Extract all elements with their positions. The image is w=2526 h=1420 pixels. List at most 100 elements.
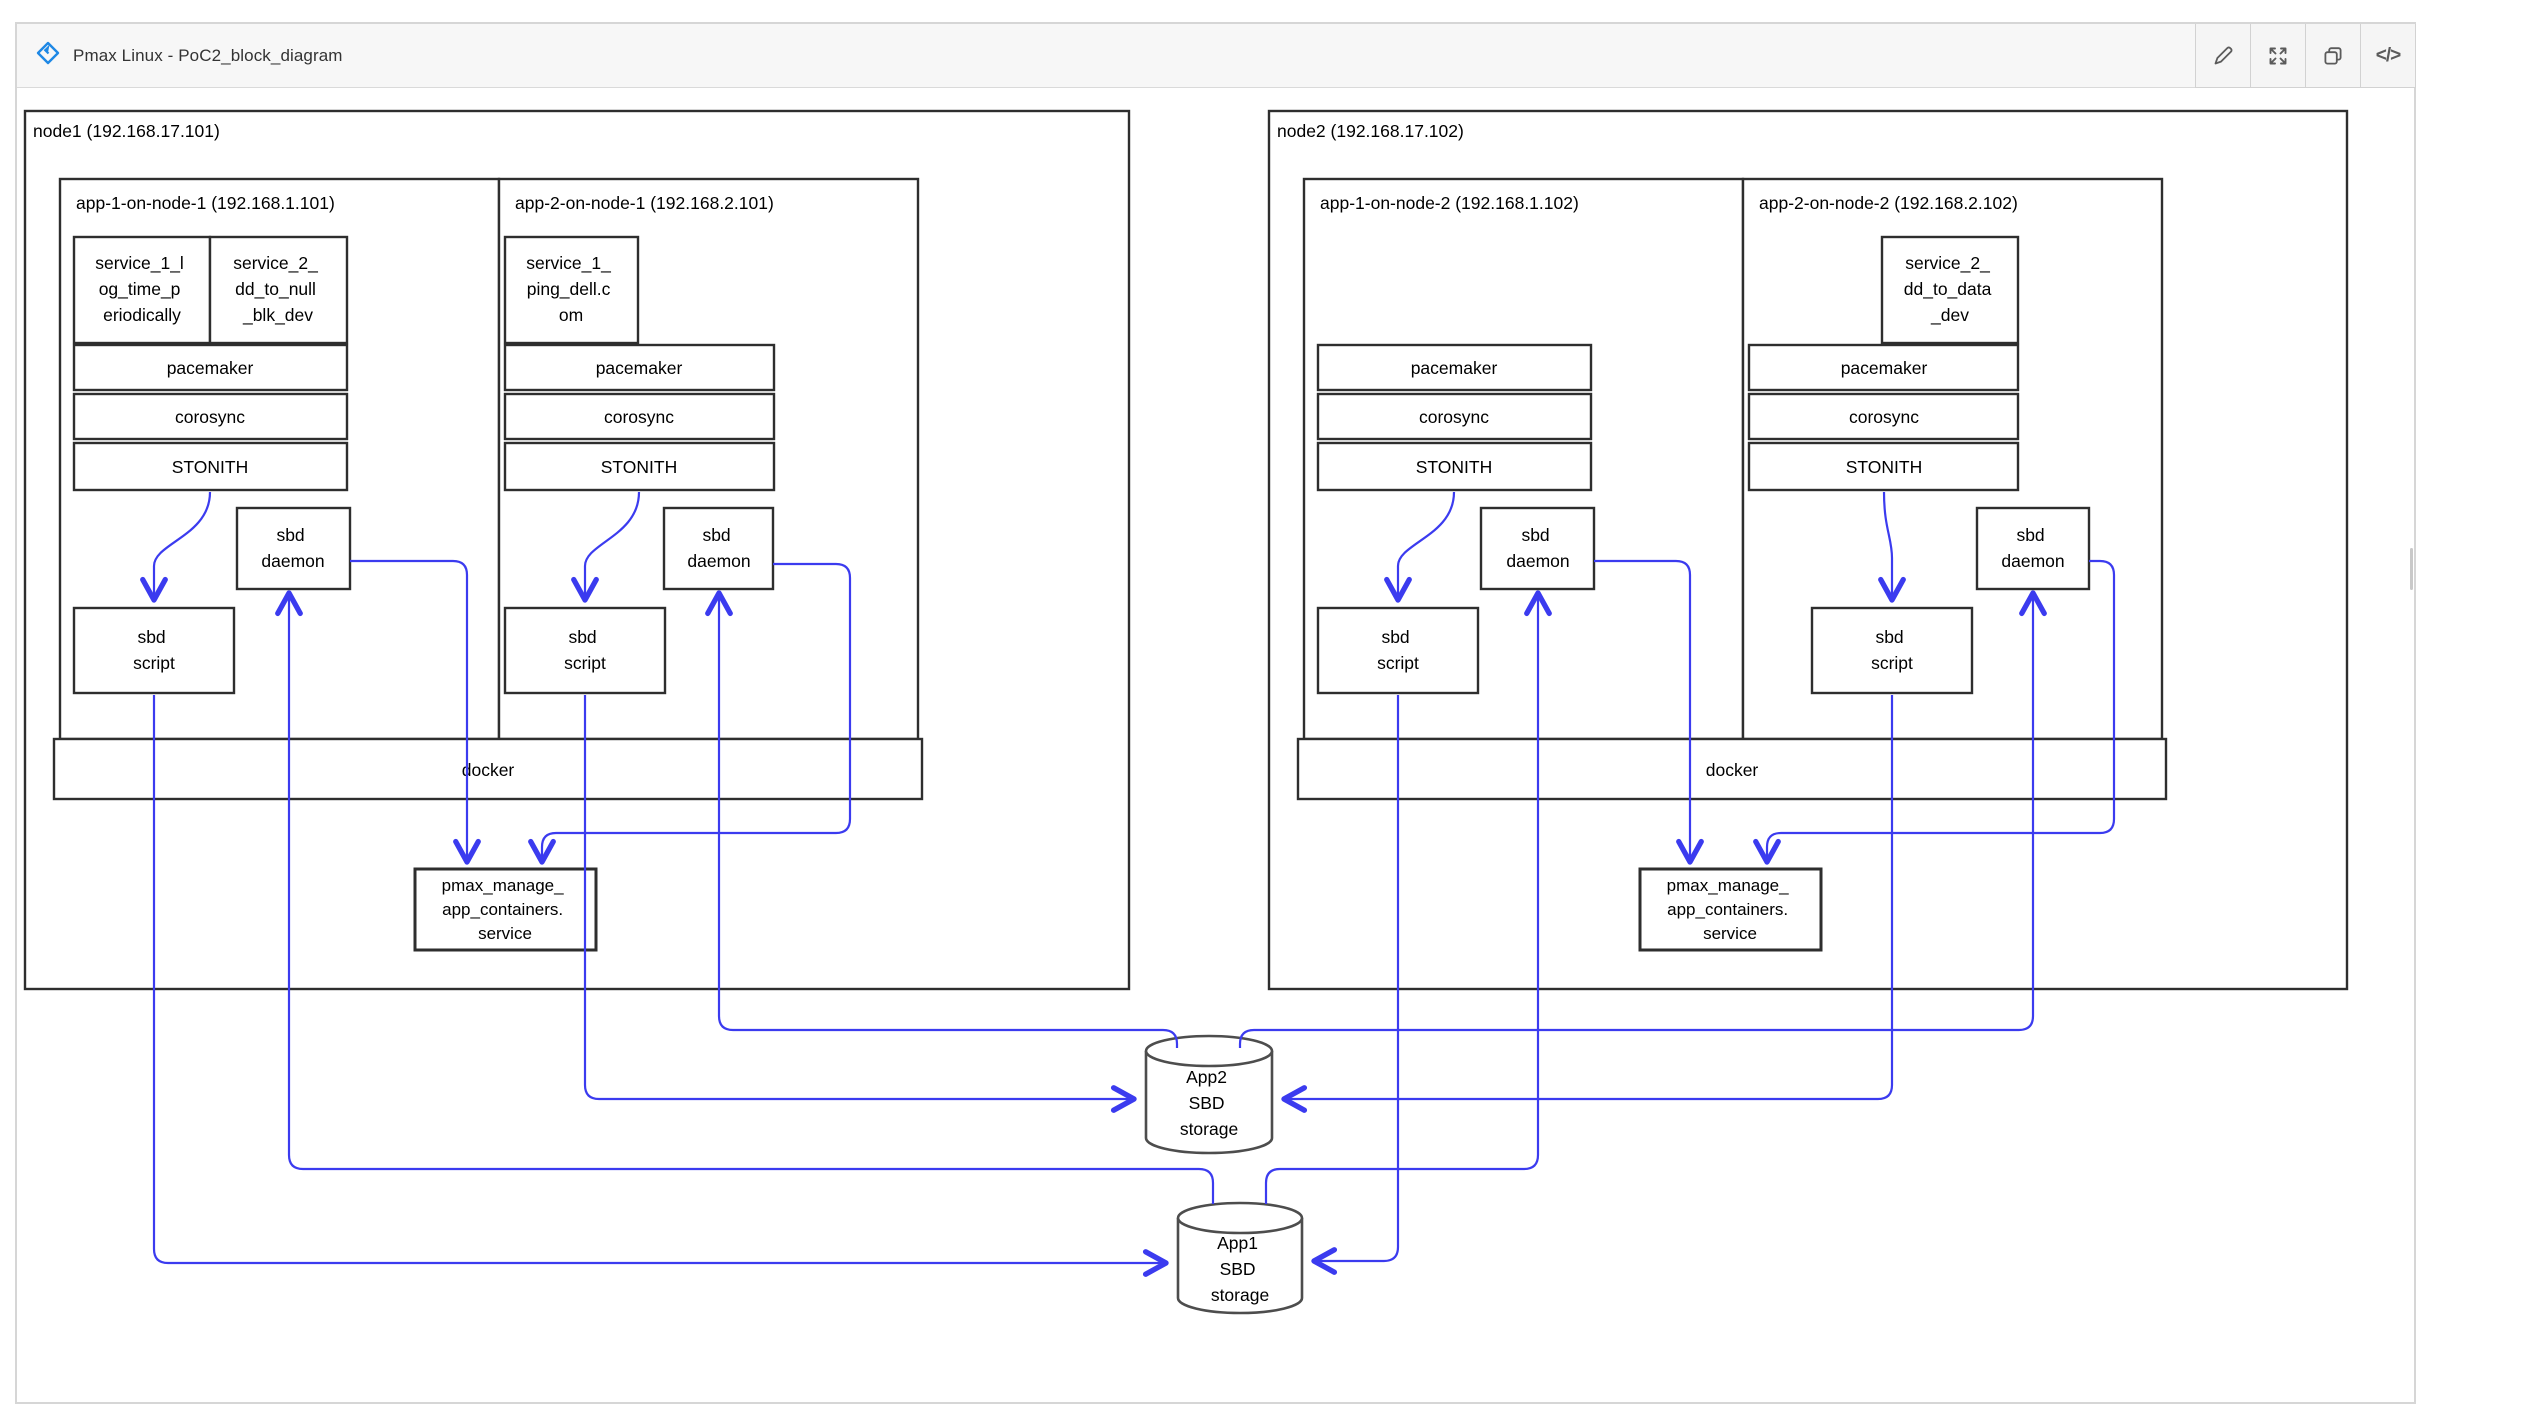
pacemaker-label-n1a2: pacemaker	[596, 358, 683, 378]
stonith-label-n1a2: STONITH	[601, 457, 678, 477]
sbd-daemon-box-n2a2	[1975, 506, 2091, 591]
sbd-script-box-n1a2	[503, 606, 667, 695]
service2-label-n2a2: service_2_ dd_to_data _dev	[1904, 253, 1996, 326]
stonith-bar-n2a2	[1747, 441, 2020, 492]
corosync-label-n1a2: corosync	[604, 407, 674, 427]
app2-on-node2-label: app-2-on-node-2 (192.168.2.102)	[1759, 193, 2018, 213]
app2-on-node1-label: app-2-on-node-1 (192.168.2.101)	[515, 193, 774, 213]
corosync-label-n2a1: corosync	[1419, 407, 1489, 427]
app1-on-node1-label: app-1-on-node-1 (192.168.1.101)	[76, 193, 335, 213]
pacemaker-bar-n1a1	[72, 343, 349, 392]
diagram-canvas[interactable]: node1 (192.168.17.101) app-1-on-node-1 (…	[17, 88, 2414, 1402]
fullscreen-button[interactable]	[2250, 24, 2306, 88]
stonith-label-n1a1: STONITH	[172, 457, 249, 477]
pmax-service-label-node1: pmax_manage_ app_containers. service	[442, 876, 569, 943]
pmax-service-label-node2: pmax_manage_ app_containers. service	[1667, 876, 1794, 943]
app2-storage-body	[1144, 1051, 1274, 1155]
app2-on-node1-container: app-2-on-node-1 (192.168.2.101) service_…	[497, 177, 920, 741]
corosync-label-n1a1: corosync	[175, 407, 245, 427]
connector-daemon-n1a1-to-pmax1	[350, 559, 481, 865]
app2-on-node2-container: app-2-on-node-2 (192.168.2.102) service_…	[1741, 177, 2164, 741]
corosync-bar-n1a1	[72, 392, 349, 441]
scrollbar-thumb[interactable]	[2410, 548, 2413, 590]
stonith-label-n2a1: STONITH	[1416, 457, 1493, 477]
pacemaker-label-n1a1: pacemaker	[167, 358, 254, 378]
sbd-daemon-box-n1a1	[235, 506, 352, 591]
corosync-bar-n2a2	[1747, 392, 2020, 441]
connector-daemon-n2a1-to-pmax2	[1594, 559, 1704, 865]
app1-storage-label: App1 SBD storage	[1211, 1233, 1269, 1305]
viewer-toolbar: </>	[2195, 24, 2416, 88]
connector-script-n1a2-to-app2-storage	[583, 695, 1137, 1113]
copy-button[interactable]	[2305, 24, 2361, 88]
service1-box-n1a2	[503, 235, 640, 345]
service2-box-n1a1	[208, 235, 349, 345]
connector-stonith-to-script-n2a1	[1384, 491, 1456, 603]
sbd-daemon-label-n1a1: sbd daemon	[261, 525, 324, 571]
connector-app2-storage-to-daemon-n2a2	[1238, 590, 2047, 1048]
node2-container: node2 (192.168.17.102) app-1-on-node-2 (…	[1267, 109, 2349, 991]
corosync-bar-n2a1	[1316, 392, 1593, 441]
connector-stonith-to-script-n2a2	[1878, 491, 1906, 603]
diagram-viewer-window: Pmax Linux - PoC2_block_diagram	[15, 22, 2416, 1404]
connector-daemon-n1a2-to-pmax1	[528, 562, 852, 865]
stonith-bar-n2a1	[1316, 441, 1593, 492]
corosync-bar-n1a2	[503, 392, 776, 441]
service2-box-n2a2	[1880, 235, 2020, 345]
connector-script-n2a2-to-app2-storage	[1281, 695, 1894, 1113]
docker-bar-node2	[1296, 737, 2168, 801]
app1-on-node2-label: app-1-on-node-2 (192.168.1.102)	[1320, 193, 1579, 213]
stonith-bar-n1a1	[72, 441, 349, 492]
connector-script-n1a1-to-app1-storage	[152, 695, 1169, 1277]
sbd-daemon-label-n1a2: sbd daemon	[687, 525, 750, 571]
viewer-header: Pmax Linux - PoC2_block_diagram	[17, 24, 2416, 88]
service1-label-n1a2: service_1_ ping_dell.c om	[526, 253, 616, 325]
app1-on-node2-container: app-1-on-node-2 (192.168.1.102) pacemake…	[1302, 177, 1745, 741]
block-diagram-svg: node1 (192.168.17.101) app-1-on-node-1 (…	[23, 109, 2349, 1315]
code-button[interactable]: </>	[2360, 24, 2416, 88]
connector-app1-storage-to-daemon-n2a1	[1264, 590, 1552, 1204]
sbd-script-label-n2a1: sbd script	[1377, 627, 1419, 673]
app2-storage-label: App2 SBD storage	[1180, 1067, 1238, 1139]
pacemaker-bar-n2a2	[1747, 343, 2020, 392]
docker-label-node1: docker	[462, 760, 515, 780]
copy-icon	[2321, 44, 2345, 68]
title-wrap: Pmax Linux - PoC2_block_diagram	[17, 40, 343, 71]
service1-box-n1a1	[72, 235, 212, 345]
expand-icon	[2266, 44, 2290, 68]
node1-label: node1 (192.168.17.101)	[33, 121, 220, 141]
pacemaker-bar-n2a1	[1316, 343, 1593, 392]
docker-bar-node1	[52, 737, 924, 801]
stonith-label-n2a2: STONITH	[1846, 457, 1923, 477]
sbd-daemon-label-n2a2: sbd daemon	[2001, 525, 2064, 571]
sbd-script-label-n1a2: sbd script	[564, 627, 606, 673]
app1-storage-rim	[1176, 1201, 1304, 1235]
node1-container: node1 (192.168.17.101) app-1-on-node-1 (…	[23, 109, 1131, 991]
sbd-daemon-box-n2a1	[1479, 506, 1596, 591]
connector-stonith-to-script-n1a2	[571, 491, 641, 603]
connector-stonith-to-script-n1a1	[140, 491, 212, 603]
app1-on-node1-container: app-1-on-node-1 (192.168.1.101) service_…	[58, 177, 501, 741]
sbd-script-label-n1a1: sbd script	[133, 627, 175, 673]
connector-app1-storage-to-daemon-n1a1	[275, 590, 1215, 1204]
sbd-script-label-n2a2: sbd script	[1871, 627, 1913, 673]
connector-app2-storage-to-daemon-n1a2	[705, 590, 1179, 1048]
sbd-script-box-n2a1	[1316, 606, 1480, 695]
app2-sbd-storage-cylinder: App2 SBD storage	[1144, 1034, 1274, 1155]
code-icon: </>	[2375, 44, 2402, 66]
pencil-icon	[2211, 44, 2235, 68]
node2-label: node2 (192.168.17.102)	[1277, 121, 1464, 141]
edit-button[interactable]	[2195, 24, 2251, 88]
sbd-daemon-box-n1a2	[662, 506, 775, 591]
sbd-daemon-label-n2a1: sbd daemon	[1506, 525, 1569, 571]
connector-script-n2a1-to-app1-storage	[1311, 695, 1400, 1275]
app1-storage-body	[1176, 1218, 1304, 1315]
pmax-service-box-node2	[1638, 867, 1823, 952]
page-title: Pmax Linux - PoC2_block_diagram	[73, 45, 343, 65]
connector-daemon-n2a2-to-pmax2	[1753, 559, 2116, 865]
stonith-bar-n1a2	[503, 441, 776, 492]
service1-label-n1a1: service_1_l og_time_p eriodically	[95, 253, 188, 325]
drawio-diamond-icon	[35, 40, 61, 71]
sbd-script-box-n1a1	[72, 606, 236, 695]
pmax-service-box-node1	[413, 867, 598, 952]
